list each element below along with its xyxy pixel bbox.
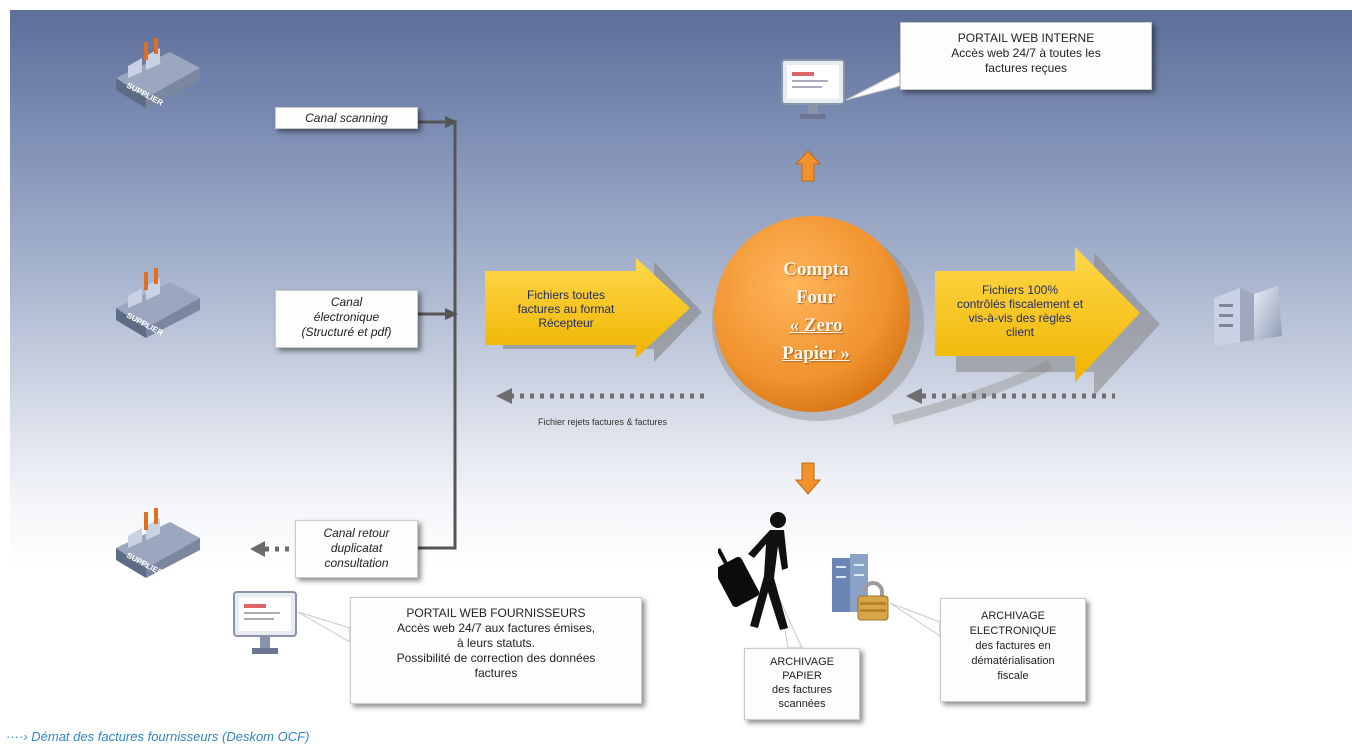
rejects-dotted-arrow [496,388,1115,404]
arrow-out-line3: vis-à-vis des règles [968,311,1072,325]
return-flow-label: Fichier rejets factures & factures [538,417,668,427]
callout-pointer-electronic [889,602,941,637]
channel-electronic-box: Canal électronique (Structuré et pdf) [275,290,418,348]
arrowhead-electronic [445,308,458,320]
portal-internal-line2: factures reçues [984,61,1068,75]
portal-suppliers-line4: factures [474,666,518,680]
portal-internal-callout: PORTAIL WEB INTERNE Accès web 24/7 à tou… [900,22,1152,90]
archive-paper-line3: des factures [772,684,832,696]
channel-return-line1: Canal retour [323,526,390,540]
center-line2: Four [795,287,837,308]
archive-electronic-line5: fiscale [997,670,1029,682]
center-line1: Compta [783,259,849,280]
archive-electronic-line3: des factures en [975,640,1051,652]
archive-paper-line1: ARCHIVAGE [770,656,834,668]
monitor-icon [781,59,845,119]
arrow-in-line2: factures au format [517,302,615,316]
portal-internal-line1: Accès web 24/7 à toutes les [951,46,1101,60]
arrow-out-line1: Fichiers 100% [981,283,1059,297]
return-dotted-arrow [250,541,290,557]
archive-paper-callout: ARCHIVAGE PAPIER des factures scannées [744,648,860,720]
archive-electronic-line2: ELECTRONIQUE [969,625,1057,637]
archive-server-lock-icon [832,554,889,621]
archive-electronic-line1: ARCHIVAGE [981,610,1045,622]
arrow-out-label: Fichiers 100% contrôlés fiscalement et v… [940,283,1100,339]
arrow-in-label: Fichiers toutes factures au format Récep… [500,288,632,330]
archive-electronic-line4: dématérialisation [971,655,1055,667]
portal-suppliers-line2: à leurs statuts. [456,636,536,650]
portal-suppliers-title: PORTAIL WEB FOURNISSEURS [406,606,586,620]
channel-connector [418,120,457,550]
arrow-out-line4: client [1005,325,1034,339]
channel-scanning-box: Canal scanning [275,107,418,129]
arrow-in [485,258,702,362]
portal-suppliers-callout: PORTAIL WEB FOURNISSEURS Accès web 24/7 … [350,597,642,704]
portal-internal-title: PORTAIL WEB INTERNE [957,31,1095,45]
channel-return-box: Canal retour duplicatat consultation [295,520,418,578]
arrowhead-scanning [445,116,458,128]
arrow-in-line3: Récepteur [538,316,594,330]
portal-suppliers-line1: Accès web 24/7 aux factures émises, [396,621,596,635]
channel-scanning-label: Canal scanning [305,111,388,125]
archive-electronic-callout: ARCHIVAGE ELECTRONIQUE des factures en d… [940,598,1086,702]
arrow-up-portal [794,150,822,182]
center-circle-label: Compta Four « Zero Papier » [716,256,916,368]
monitor-icon [233,591,297,654]
callout-pointer-suppliers [297,611,351,643]
figure-caption: ····› Démat des factures fournisseurs (D… [6,729,310,744]
arrow-down-archive [794,462,822,495]
center-line3: « Zero [789,315,843,336]
archive-paper-line4: scannées [778,698,826,710]
channel-electronic-line2: électronique [313,310,380,324]
server-icon [1214,286,1282,346]
arrow-out [891,247,1160,425]
callout-pointer-internal [845,71,901,101]
archive-paper-line2: PAPIER [782,670,822,682]
arrow-out-line2: contrôlés fiscalement et [956,297,1084,311]
channel-electronic-line3: (Structuré et pdf) [301,325,392,339]
arrow-in-line1: Fichiers toutes [526,288,606,302]
factory-icon: SUPPLIER [116,268,200,338]
center-circle [714,216,910,412]
portal-suppliers-line3: Possibilité de correction des données [396,651,596,665]
factory-icon: SUPPLIER [116,38,200,108]
channel-return-line3: consultation [324,556,389,570]
channel-return-line2: duplicatat [330,541,383,555]
factory-icon: SUPPLIER [116,508,200,578]
center-line4: Papier » [782,343,850,364]
person-luggage-icon [718,512,788,630]
channel-electronic-line1: Canal [330,295,363,309]
